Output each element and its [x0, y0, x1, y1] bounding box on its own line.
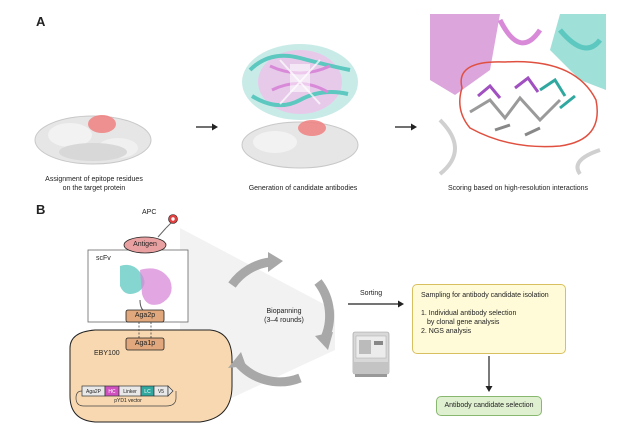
- eby100-label: EBY100: [94, 350, 120, 357]
- scfv-label: scFv: [96, 255, 111, 262]
- epitope-region: [88, 115, 116, 133]
- step1-caption: Assignment of epitope residues on the ta…: [45, 176, 143, 192]
- aga2p-label: Aga2p: [134, 312, 156, 319]
- apc-label: APC: [142, 209, 157, 216]
- disulfide-bonds: [138, 322, 152, 338]
- panel-b-graphics: [69, 214, 493, 423]
- vector-construct: [75, 385, 177, 407]
- cell-sorter-instrument-icon: [352, 331, 390, 377]
- arrow-to-sorting: [348, 300, 404, 308]
- candidate-antibodies-structure: [241, 44, 359, 169]
- step2-caption: Generation of candidate antibodies: [248, 185, 358, 192]
- arrow-step2-to-step3: [395, 123, 417, 131]
- scfv-ribbon: [120, 264, 172, 313]
- final-selection-box: Antibody candidate selection: [436, 396, 542, 416]
- biopanning-label: Biopanning (3–4 rounds): [264, 308, 304, 324]
- aga1p-block: [125, 337, 165, 351]
- sampling-item-1-line-1: 1. Individual antibody selection: [421, 310, 517, 317]
- arrow-step1-to-step2: [196, 123, 218, 131]
- aga2p-block: [125, 309, 165, 323]
- antigen-label: Antigen: [133, 241, 157, 248]
- panel-a-label: A: [36, 14, 46, 29]
- apc-molecule: [157, 214, 178, 238]
- panel-b-label: B: [36, 202, 46, 217]
- yeast-cell: [69, 329, 233, 423]
- target-protein-surface: [34, 115, 152, 165]
- sampling-title: Sampling for antibody candidate isolatio…: [421, 292, 549, 299]
- interaction-closeup: [430, 14, 606, 176]
- sampling-item-1-line-2: by clonal gene analysis: [427, 319, 500, 326]
- sorting-label: Sorting: [360, 290, 383, 297]
- aga1p-label: Aga1p: [134, 340, 156, 347]
- interaction-highlight: [459, 60, 598, 148]
- sampling-box: Sampling for antibody candidate isolatio…: [412, 284, 566, 354]
- biopanning-cycle: [228, 252, 335, 387]
- antigen-shape: [123, 236, 167, 254]
- step3-caption: Scoring based on high-resolution interac…: [447, 185, 589, 192]
- sampling-item-2: 2. NGS analysis: [421, 328, 472, 335]
- arrow-to-final: [485, 356, 493, 392]
- panel-a-graphics: [34, 14, 606, 176]
- vector-name: pYD1 vector: [114, 398, 142, 404]
